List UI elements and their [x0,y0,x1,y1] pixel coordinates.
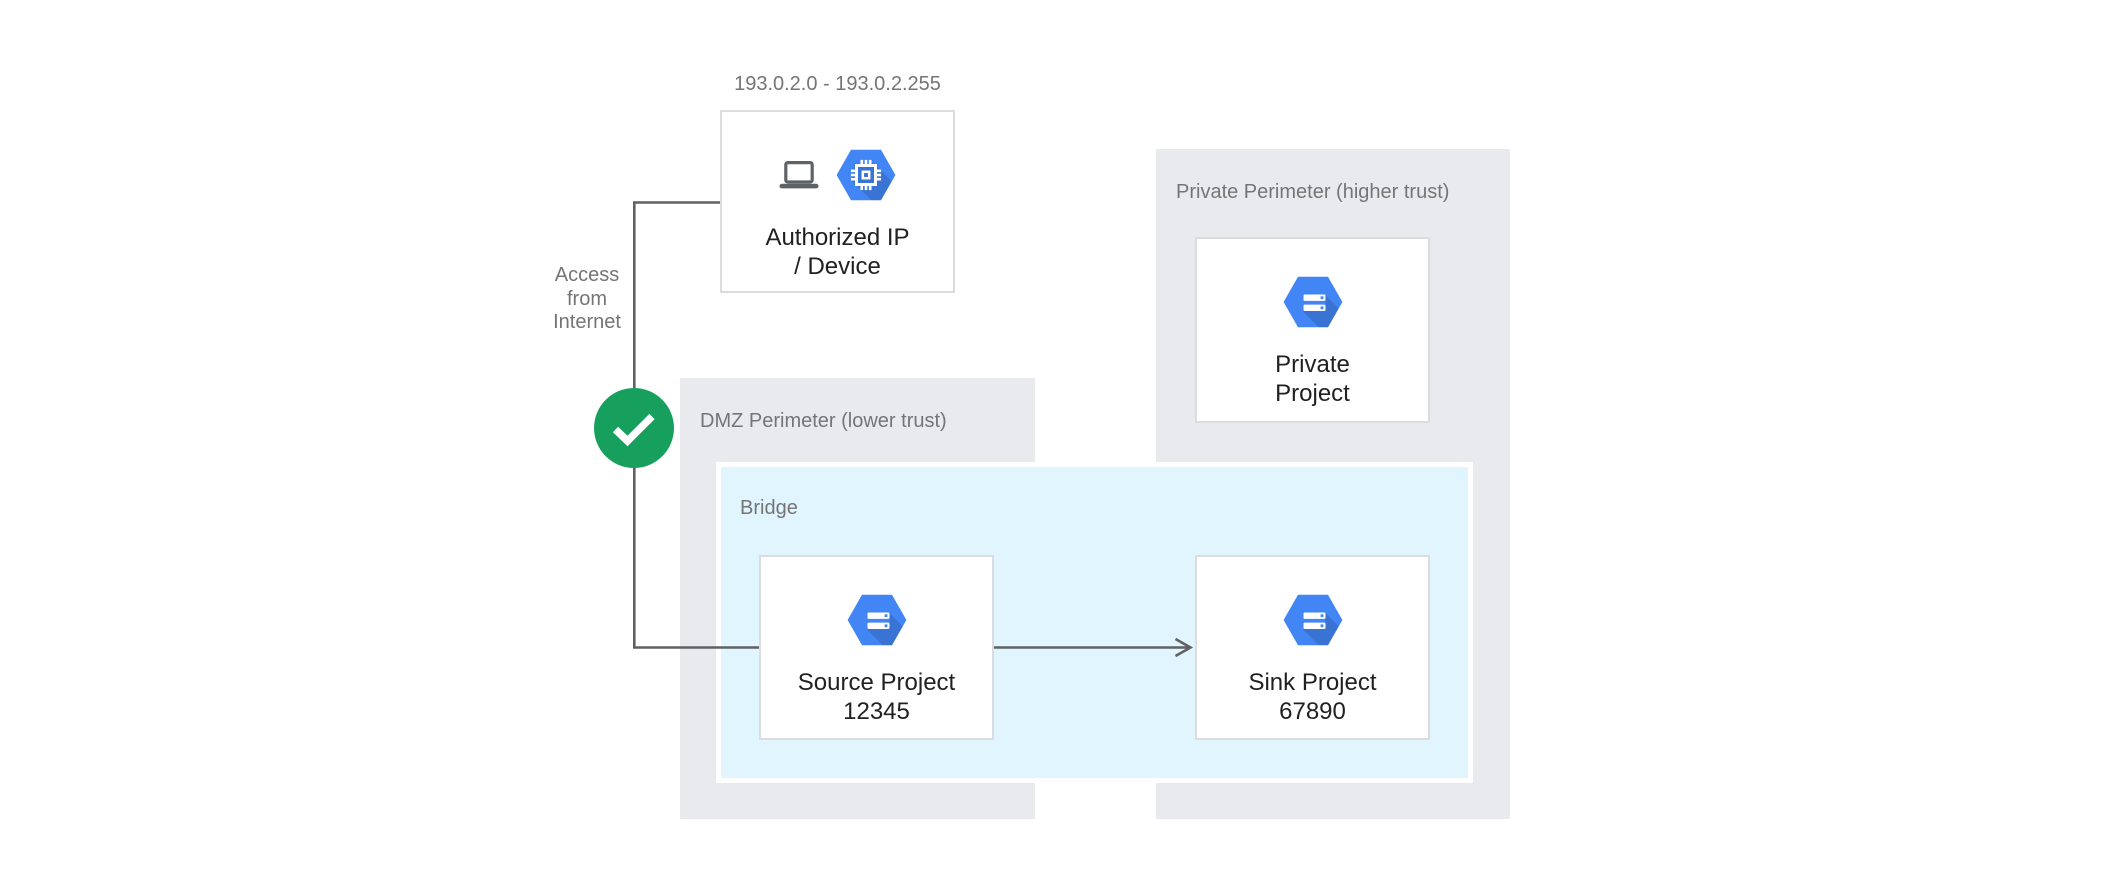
access-from-internet-label: Access from Internet [553,264,621,333]
dmz-perimeter-label: DMZ Perimeter (lower trust) [700,410,947,432]
ip-range-label: 193.0.2.0 - 193.0.2.255 [734,73,941,95]
laptop-icon [779,161,819,189]
sink-project-node: Sink Project 67890 [1195,555,1430,740]
authorized-ip-device-node: Authorized IP / Device [720,110,955,293]
access-allowed-check-icon [594,388,674,468]
cloud-project-icon [1283,594,1343,646]
bridge-label: Bridge [740,497,798,519]
sink-project-label: Sink Project 67890 [1248,669,1377,725]
cloud-project-icon [847,594,907,646]
source-project-label: Source Project 12345 [797,669,956,725]
source-project-node: Source Project 12345 [759,555,994,740]
authorized-node-icons [779,149,896,201]
private-perimeter-label: Private Perimeter (higher trust) [1176,181,1450,203]
cloud-project-icon [1283,276,1343,328]
compute-engine-icon [836,149,896,201]
authorized-node-label: Authorized IP / Device [765,224,910,280]
private-project-label: Private Project [1275,351,1350,407]
private-project-node: Private Project [1195,237,1430,423]
